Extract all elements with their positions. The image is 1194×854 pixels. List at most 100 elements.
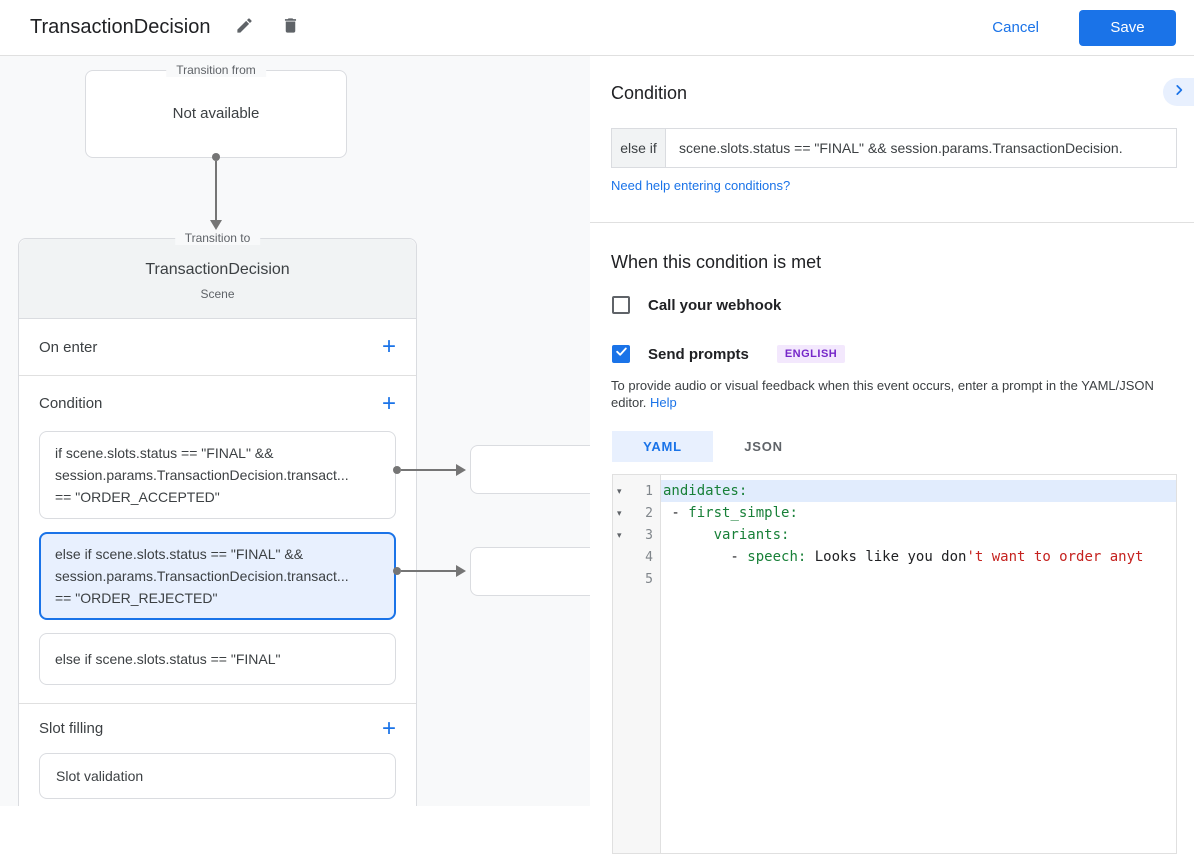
gutter-line: 4	[613, 546, 660, 568]
slot-filling-row: Slot filling +	[19, 703, 416, 753]
prompt-help-link[interactable]: Help	[650, 395, 677, 410]
transition-target-box[interactable]	[470, 547, 590, 596]
transition-from-box: Transition from Not available	[85, 63, 347, 158]
line-number: 5	[645, 571, 653, 587]
chevron-right-icon	[1172, 83, 1186, 102]
transition-from-value: Not available	[172, 105, 260, 122]
code-token: first_simple:	[688, 505, 798, 521]
checkmark-icon	[615, 345, 628, 363]
condition-line: session.params.TransactionDecision.trans…	[55, 568, 349, 584]
arrow-right-icon	[456, 565, 466, 577]
line-number: 4	[645, 549, 653, 565]
send-prompts-label: Send prompts	[648, 345, 749, 363]
connector-dot	[393, 567, 401, 575]
code-token: -	[663, 505, 689, 521]
tab-yaml[interactable]: YAML	[612, 431, 713, 462]
connector-dot	[393, 466, 401, 474]
editor-code[interactable]: andidates: - first_simple: variants: - s…	[661, 475, 1176, 853]
transition-target-box[interactable]	[470, 445, 590, 494]
page-title: TransactionDecision	[30, 16, 211, 38]
editor-tabs: YAML JSON	[612, 431, 814, 462]
fold-arrow-icon[interactable]: ▾	[617, 485, 622, 496]
connector-line	[215, 161, 217, 221]
slot-validation-item[interactable]: Slot validation	[39, 753, 396, 799]
language-badge: ENGLISH	[776, 345, 846, 363]
code-token: speech:	[747, 549, 807, 565]
when-met-heading: When this condition is met	[611, 252, 822, 272]
line-number: 1	[645, 483, 653, 499]
prompts-row: Send prompts ENGLISH	[612, 345, 846, 363]
condition-detail-panel: Condition else if Need help entering con…	[590, 56, 1194, 854]
code-token: 't want to order anyt	[966, 549, 1144, 565]
on-enter-row[interactable]: On enter +	[19, 319, 416, 376]
condition-prefix-label: else if	[611, 128, 665, 168]
on-enter-label: On enter	[39, 338, 98, 356]
save-button[interactable]: Save	[1079, 9, 1176, 46]
trash-icon	[281, 16, 300, 40]
call-webhook-checkbox[interactable]	[612, 296, 630, 314]
condition-expression-input[interactable]	[665, 128, 1177, 168]
code-line[interactable]: variants:	[661, 524, 1176, 546]
prompt-description: To provide audio or visual feedback when…	[611, 377, 1183, 411]
condition-line: else if scene.slots.status == "FINAL"	[55, 651, 281, 667]
condition-item[interactable]: else if scene.slots.status == "FINAL"	[39, 633, 396, 685]
add-on-enter-button[interactable]: +	[381, 333, 396, 360]
condition-line: session.params.TransactionDecision.trans…	[55, 467, 349, 483]
gutter-line: ▾1	[613, 480, 660, 502]
condition-list: if scene.slots.status == "FINAL" && sessi…	[19, 431, 416, 685]
code-line[interactable]: andidates:	[661, 480, 1176, 502]
code-token: -	[663, 549, 748, 565]
cancel-button[interactable]: Cancel	[992, 19, 1039, 36]
condition-line: if scene.slots.status == "FINAL" &&	[55, 445, 274, 461]
gutter-line: ▾3	[613, 524, 660, 546]
transition-to-label: Transition to	[174, 231, 261, 245]
tab-json[interactable]: JSON	[744, 439, 783, 454]
code-line[interactable]: - speech: Looks like you don't want to o…	[661, 546, 1176, 568]
code-token: Looks like you don	[806, 549, 967, 565]
transition-from-label: Transition from	[166, 63, 266, 77]
call-webhook-label: Call your webhook	[648, 296, 782, 314]
connector-line	[401, 570, 456, 572]
connector-line	[401, 469, 456, 471]
condition-line: == "ORDER_ACCEPTED"	[55, 489, 220, 505]
condition-item[interactable]: if scene.slots.status == "FINAL" && sessi…	[39, 431, 396, 519]
webhook-row: Call your webhook	[612, 296, 781, 314]
fold-arrow-icon[interactable]: ▾	[617, 529, 622, 540]
gutter-line: ▾2	[613, 502, 660, 524]
code-token: variants:	[713, 527, 790, 543]
prompt-description-text: To provide audio or visual feedback when…	[611, 378, 1154, 410]
line-number: 3	[645, 527, 653, 543]
send-prompts-checkbox[interactable]	[612, 345, 630, 363]
edit-title-button[interactable]	[232, 16, 256, 40]
panel-divider	[590, 222, 1194, 223]
code-line[interactable]: - first_simple:	[661, 502, 1176, 524]
delete-scene-button[interactable]	[278, 16, 302, 40]
scene-type: Scene	[200, 287, 235, 301]
top-bar: TransactionDecision Cancel Save	[0, 0, 1194, 56]
condition-item[interactable]: else if scene.slots.status == "FINAL" &&…	[39, 532, 396, 620]
code-line[interactable]	[661, 568, 1176, 590]
fold-arrow-icon[interactable]: ▾	[617, 507, 622, 518]
add-condition-button[interactable]: +	[381, 389, 396, 417]
condition-line: else if scene.slots.status == "FINAL" &&	[55, 546, 304, 562]
arrow-down-icon	[210, 220, 222, 230]
conditions-help-link[interactable]: Need help entering conditions?	[611, 178, 791, 193]
panel-heading: Condition	[611, 83, 688, 103]
scene-card-header[interactable]: TransactionDecision Scene	[19, 239, 416, 319]
gutter-line: 5	[613, 568, 660, 590]
add-slot-button[interactable]: +	[381, 714, 396, 742]
code-token: andidates:	[663, 483, 748, 499]
slot-filling-label: Slot filling	[39, 720, 104, 737]
condition-section-label: Condition	[39, 395, 103, 412]
scene-name: TransactionDecision	[145, 261, 290, 278]
flow-canvas: Transition from Not available Transition…	[0, 56, 590, 806]
condition-section-row: Condition +	[19, 376, 416, 431]
line-number: 2	[645, 505, 653, 521]
condition-line: == "ORDER_REJECTED"	[55, 590, 218, 606]
code-token	[663, 527, 714, 543]
connector-dot	[212, 153, 220, 161]
arrow-right-icon	[456, 464, 466, 476]
collapse-panel-button[interactable]	[1163, 78, 1194, 106]
